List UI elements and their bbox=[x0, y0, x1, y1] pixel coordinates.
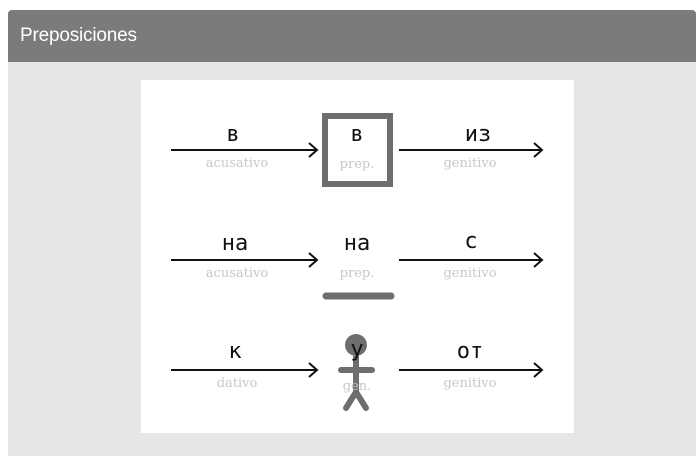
row-3-left-case: dativo bbox=[217, 376, 258, 391]
card-header: Preposiciones bbox=[8, 10, 696, 62]
person-figure-icon bbox=[338, 334, 375, 411]
diagram-svg: в acusativo в prep. из genitivo на acusa… bbox=[171, 113, 544, 411]
row-1-center-case: prep. bbox=[340, 157, 375, 172]
row-2: на acusativo на prep. с genitivo bbox=[171, 229, 544, 300]
row-2-left-arrow-head bbox=[308, 252, 319, 268]
row-1: в acusativo в prep. из genitivo bbox=[171, 113, 544, 187]
card-title: Preposiciones bbox=[20, 25, 137, 46]
row-1-left-case: acusativo bbox=[206, 156, 269, 171]
row-3-left-word: к bbox=[228, 339, 241, 364]
row-3-right-word: от bbox=[457, 339, 484, 364]
row-1-right-arrow-head bbox=[533, 142, 544, 158]
prepositions-diagram: в acusativo в prep. из genitivo на acusa… bbox=[141, 80, 574, 433]
row-2-right-case: genitivo bbox=[443, 266, 496, 281]
row-3: к dativo у gen. от genitivo bbox=[171, 334, 544, 411]
row-3-right-arrow-head bbox=[533, 362, 544, 378]
row-1-right-case: genitivo bbox=[443, 156, 496, 171]
person-right-leg bbox=[353, 389, 369, 411]
row-2-center-word: на bbox=[344, 231, 371, 256]
prepositions-card: Preposiciones в acusativo в prep. из gen… bbox=[8, 10, 696, 456]
row-3-center-case: gen. bbox=[343, 379, 372, 394]
row-2-right-word: с bbox=[464, 229, 477, 254]
row-3-left-arrow-head bbox=[308, 362, 319, 378]
row-1-center-word: в bbox=[350, 122, 363, 147]
row-2-left-case: acusativo bbox=[206, 266, 269, 281]
row-1-right-word: из bbox=[465, 122, 492, 147]
row-2-center-case: prep. bbox=[340, 266, 375, 281]
person-head bbox=[345, 334, 367, 356]
row-1-left-word: в bbox=[226, 122, 239, 147]
row-3-right-case: genitivo bbox=[443, 376, 496, 391]
row-3-center-word: у bbox=[350, 337, 363, 362]
row-2-left-word: на bbox=[222, 231, 249, 256]
row-2-right-arrow-head bbox=[533, 252, 544, 268]
inside-box-symbol bbox=[322, 113, 393, 187]
row-1-left-arrow-head bbox=[308, 142, 319, 158]
